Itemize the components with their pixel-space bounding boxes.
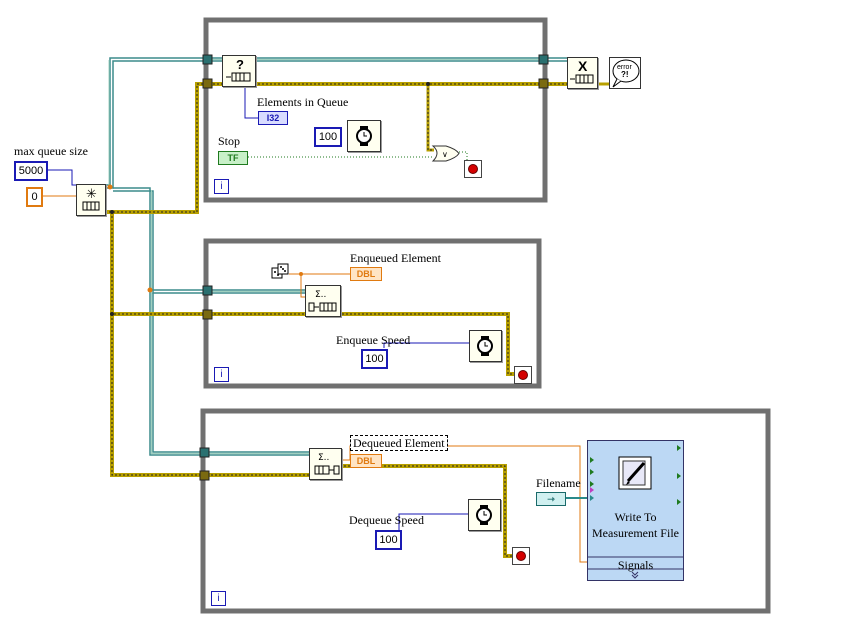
loop1-iteration-terminal: i — [214, 179, 229, 194]
wait-ms-node[interactable] — [347, 120, 381, 152]
obtain-queue-icon: ✳ — [82, 187, 100, 211]
label-max-queue-size: max queue size — [14, 144, 88, 158]
release-queue-node[interactable]: X — [567, 57, 598, 89]
dequeue-wait-node[interactable] — [468, 499, 501, 531]
svg-text:?!: ?! — [621, 70, 629, 79]
wait-ms-constant[interactable]: 100 — [314, 127, 342, 147]
watch-icon — [477, 336, 493, 356]
dice-icon — [271, 263, 289, 279]
enqueued-element-indicator[interactable]: DBL — [350, 267, 382, 281]
write-to-measurement-file-express-vi[interactable]: Write To Measurement File Signals — [587, 440, 684, 581]
x-icon: X — [578, 58, 588, 74]
label-dequeue-speed: Dequeue Speed — [349, 513, 424, 527]
enqueue-wait-node[interactable] — [469, 330, 502, 362]
get-queue-status-node[interactable]: ? — [222, 55, 256, 87]
svg-text:Σ..: Σ.. — [315, 290, 326, 300]
dbl-wire — [41, 195, 590, 563]
error-wire — [105, 82, 610, 558]
while-loop-1 — [203, 17, 548, 203]
loop1-stop-condition[interactable] — [464, 160, 482, 178]
dequeue-speed-control[interactable]: 100 — [375, 530, 402, 550]
dequeued-element-indicator[interactable]: DBL — [350, 454, 382, 468]
error-bubble-icon: error ?! — [609, 57, 641, 89]
label-dequeued-element[interactable]: Dequeued Element — [350, 435, 448, 451]
max-queue-size-constant[interactable]: 5000 — [14, 161, 48, 181]
elements-in-queue-indicator[interactable]: I32 — [258, 111, 288, 125]
or-gate — [431, 145, 460, 162]
dequeue-element-node[interactable]: Σ.. — [309, 448, 342, 480]
loop2-iteration-terminal: i — [214, 367, 229, 382]
queue-wire — [105, 57, 567, 456]
svg-text:✳: ✳ — [86, 187, 97, 202]
watch-icon — [356, 126, 372, 146]
simple-error-handler-node[interactable]: error ?! — [609, 57, 641, 89]
loop3-stop-condition[interactable] — [512, 547, 530, 565]
dequeue-icon: Σ.. — [314, 453, 340, 475]
zero-constant[interactable]: 0 — [26, 187, 43, 207]
svg-text:∨: ∨ — [442, 150, 448, 159]
enqueue-speed-control[interactable]: 100 — [361, 349, 388, 369]
obtain-queue-node[interactable]: ✳ — [76, 184, 106, 216]
svg-text:error: error — [617, 64, 632, 71]
filename-control[interactable]: ⇾ — [536, 492, 566, 506]
label-filename: Filename — [536, 476, 581, 490]
label-stop: Stop — [218, 134, 241, 148]
random-number-node[interactable] — [271, 263, 289, 281]
stop-button-terminal[interactable]: TF — [218, 151, 248, 165]
express-vi-title: Write To Measurement File — [592, 510, 679, 540]
label-enqueued-element: Enqueued Element — [350, 251, 441, 265]
label-elements-in-queue: Elements in Queue — [257, 95, 349, 109]
label-enqueue-speed: Enqueue Speed — [336, 333, 411, 347]
loop2-stop-condition[interactable] — [514, 366, 532, 384]
question-icon: ? — [236, 57, 244, 72]
enqueue-icon: Σ.. — [308, 290, 337, 312]
watch-icon — [476, 505, 492, 525]
enqueue-element-node[interactable]: Σ.. — [305, 285, 341, 317]
i32-wire — [43, 85, 470, 538]
loop3-iteration-terminal: i — [211, 591, 226, 606]
path-icon: ⇾ — [547, 494, 555, 504]
signals-input[interactable]: Signals — [617, 558, 654, 572]
while-loop-3 — [200, 408, 771, 614]
svg-text:Σ..: Σ.. — [318, 453, 329, 463]
